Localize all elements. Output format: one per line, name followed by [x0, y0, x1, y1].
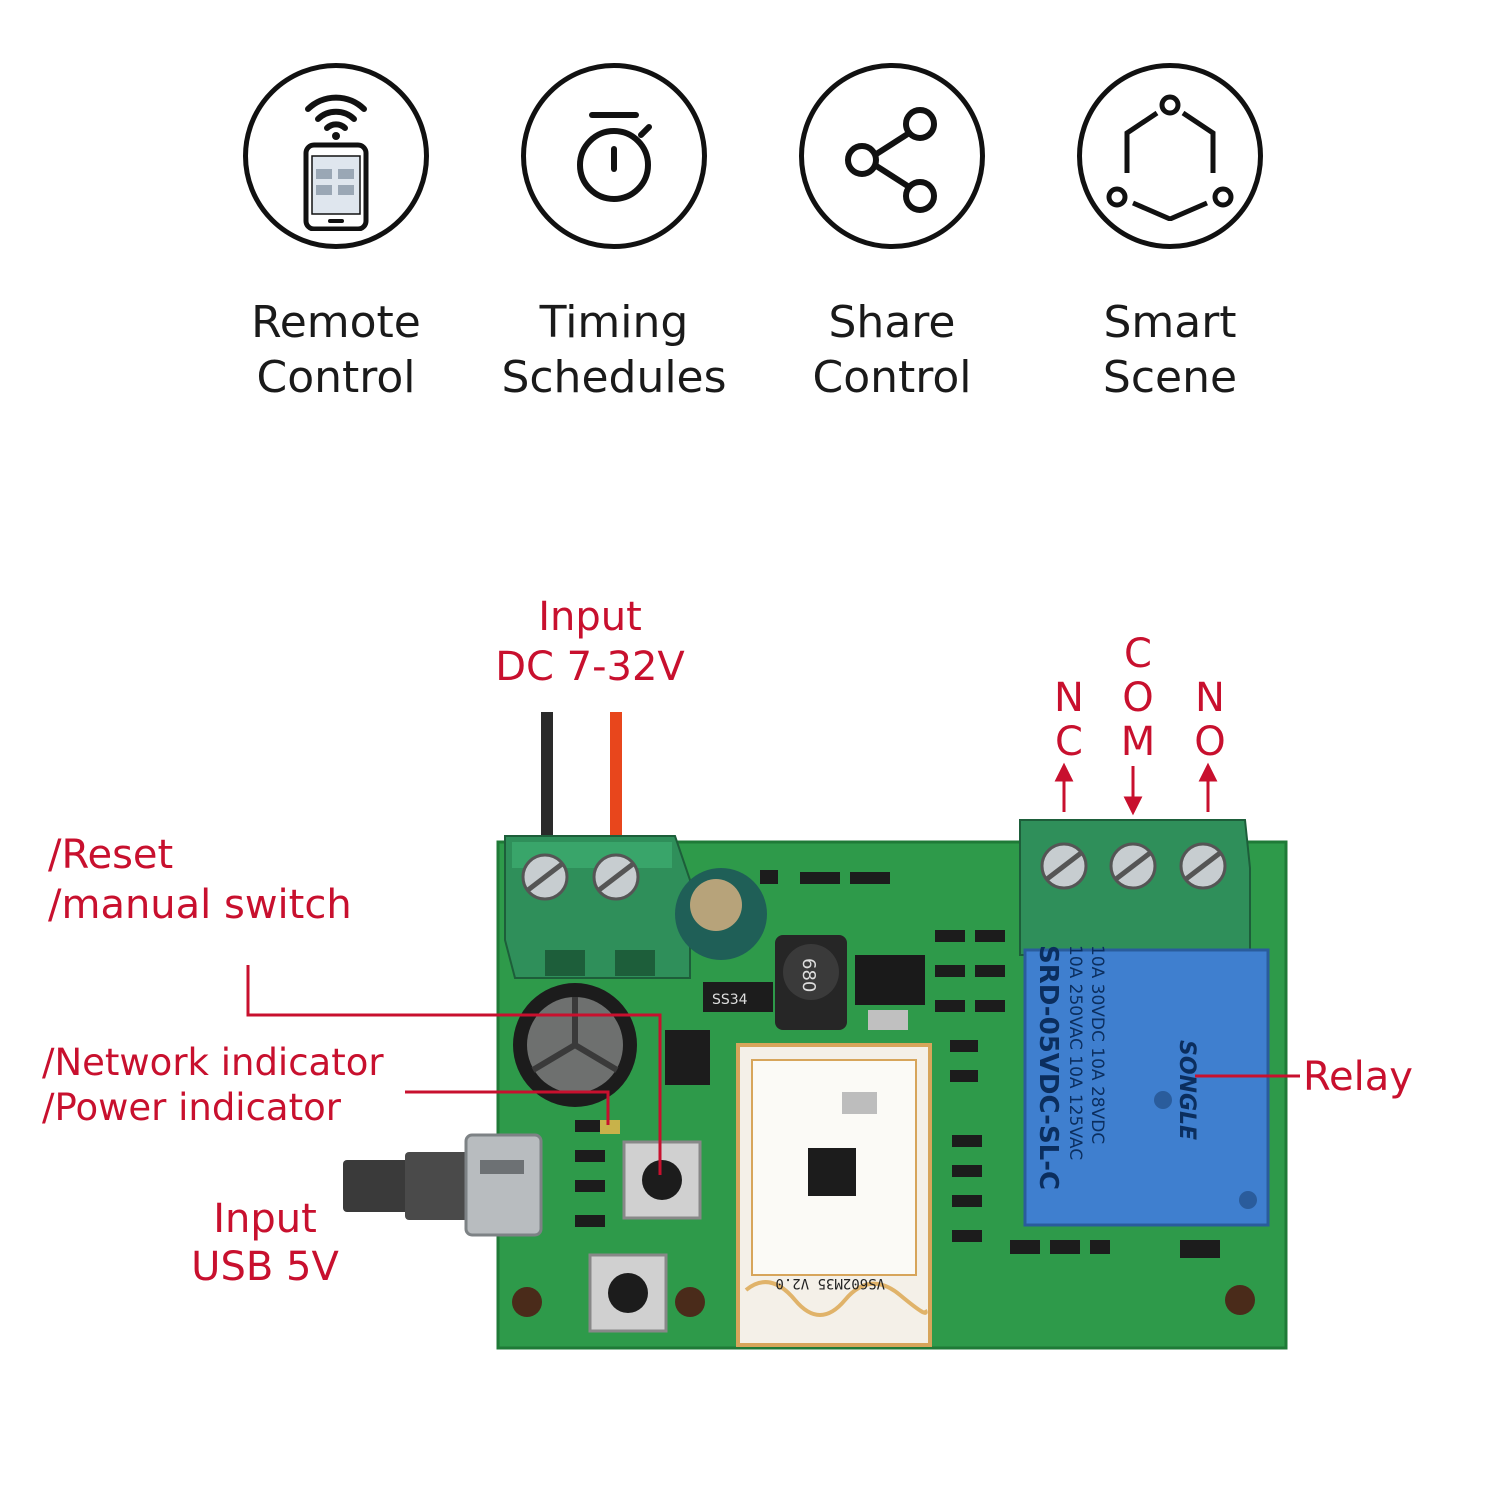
no-arrow	[1198, 762, 1218, 812]
secondary-button	[588, 1253, 668, 1333]
svg-text:680: 680	[798, 958, 819, 992]
mounting-hole	[675, 1287, 705, 1317]
wifi-module: VS602M35 V2.0	[736, 1043, 932, 1347]
svg-text:SRD-05VDC-SL-C: SRD-05VDC-SL-C	[1033, 945, 1063, 1190]
mounting-hole	[1225, 1285, 1255, 1315]
reset-switch-label: /Reset /manual switch	[48, 832, 352, 928]
indicator-leader-line	[405, 1090, 610, 1125]
svg-text:VS602M35 V2.0: VS602M35 V2.0	[775, 1275, 885, 1291]
capacitor	[675, 868, 767, 960]
input-dc-label: Input DC 7-32V	[495, 594, 685, 690]
usb-connector	[464, 1133, 543, 1237]
svg-text:SS34: SS34	[712, 992, 748, 1008]
mounting-hole	[512, 1287, 542, 1317]
input-usb-label: Input USB 5V	[191, 1196, 339, 1290]
relay-label: Relay	[1303, 1054, 1413, 1100]
relay-terminal-block	[1019, 819, 1251, 956]
relay-component: SRD-05VDC-SL-C 10A 250VAC 10A 125VAC 10A…	[1023, 945, 1270, 1227]
svg-text:10A 30VDC 10A 28VDC: 10A 30VDC 10A 28VDC	[1087, 945, 1107, 1144]
phone-remote-icon	[243, 63, 429, 249]
dc-terminal-block	[504, 835, 691, 979]
inductor: 680	[775, 935, 847, 1030]
timer-icon	[521, 63, 707, 249]
smart-scene-icon	[1077, 63, 1263, 249]
regulator-chip	[855, 955, 925, 1005]
usb-cable	[343, 1160, 413, 1212]
nc-arrow	[1054, 762, 1074, 812]
svg-text:10A 250VAC 10A 125VAC: 10A 250VAC 10A 125VAC	[1065, 945, 1085, 1160]
indicator-label: /Network indicator /Power indicator	[42, 1041, 384, 1129]
com-arrow	[1123, 766, 1143, 816]
capacitor	[513, 983, 637, 1107]
reset-button	[622, 1140, 702, 1220]
share-icon	[799, 63, 985, 249]
svg-text:SONGLE: SONGLE	[1174, 1040, 1199, 1140]
reset-leader-line	[246, 965, 662, 1175]
diode	[703, 982, 773, 1012]
indicator-led	[600, 1120, 620, 1134]
